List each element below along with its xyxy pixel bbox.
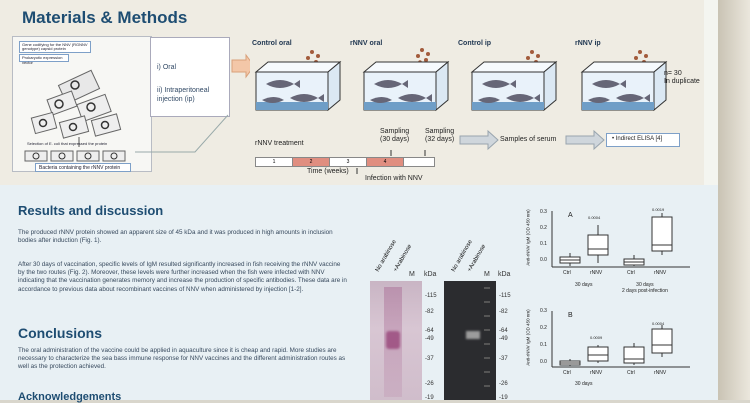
kda-left-82: -82	[425, 309, 434, 315]
group-note: n= 30 In duplicate	[664, 70, 700, 85]
blot-ladder	[484, 287, 490, 397]
chart-top-ytick-0: 0.3	[540, 209, 547, 215]
chart-bottom-letter: B	[568, 312, 573, 319]
sampling-30: Sampling (30 days)	[380, 128, 410, 143]
chart-bottom-x-rnnv-2: rNNV	[654, 370, 667, 376]
chart-bottom-ytick-1: 0.2	[540, 325, 547, 331]
kda-right-82: -82	[499, 309, 508, 315]
chart-bottom-ytick-2: 0.1	[540, 342, 547, 348]
week-tail	[403, 157, 435, 167]
chart-top-x-ctrl-1: Ctrl	[563, 270, 571, 276]
week-1: 1	[255, 157, 293, 167]
vector-label: Prokaryotic expression vector	[22, 55, 63, 65]
kda-right-49: -49	[499, 336, 508, 342]
route-oral: i) Oral	[157, 64, 177, 71]
chart-bottom-ytick-3: 0.0	[540, 359, 547, 365]
time-axis-label: Time (weeks)	[307, 168, 349, 175]
conclusions-title: Conclusions	[18, 325, 103, 341]
kda-left-49: -49	[425, 336, 434, 342]
serum-label: Samples of serum	[500, 136, 557, 143]
kda-left-115: -115	[425, 293, 437, 299]
chart-top-pval-2: 0.0019	[652, 207, 665, 212]
wall-edge	[718, 0, 750, 400]
elisa-label: • Indirect ELISA [4]	[612, 136, 663, 142]
group-control-oral: Control oral	[252, 40, 292, 47]
chart-top-group-2: 30 days 2 days post-infection	[622, 282, 668, 294]
group-control-ip: Control ip	[458, 40, 492, 47]
chart-top-ytick-1: 0.2	[540, 225, 547, 231]
gel-right-marker: M	[484, 271, 490, 278]
results-paragraph-1: The produced rNNV protein showed an appa…	[18, 229, 333, 245]
kda-left-64: -64	[425, 328, 434, 334]
kda-left-26: -26	[425, 381, 434, 387]
week-3: 3	[329, 157, 367, 167]
chart-bottom-x-rnnv-1: rNNV	[590, 370, 603, 376]
methods-panel: Materials & Methods Gene codifying for t…	[0, 0, 704, 185]
group-rnnv-ip: rNNV ip	[575, 40, 601, 47]
vector-label-box: Prokaryotic expression vector	[19, 54, 69, 65]
week-2: 2	[292, 157, 330, 167]
bacteria-label-box: Bacteria containing the rNNV protein	[35, 163, 131, 172]
boxplot-bottom	[551, 311, 690, 368]
chart-bottom-pval-2: 0.0004	[652, 321, 665, 326]
selection-label: Selection of E. coli that expressed the …	[27, 141, 108, 146]
kda-left-19: -19	[425, 395, 434, 401]
coomassie-gel	[370, 281, 422, 400]
acknowledgements-title: Acknowledgements	[18, 391, 122, 403]
lane-arabinose-left: +Arabinose	[392, 243, 414, 273]
chart-bottom-x-ctrl-1: Ctrl	[563, 370, 571, 376]
results-panel: Results and discussion The produced rNNV…	[0, 185, 718, 403]
treatment-label: rNNV treatment	[255, 140, 304, 147]
week-4: 4	[366, 157, 404, 167]
route-ip: ii) Intraperitoneal injection (ip)	[157, 87, 210, 103]
bacteria-label: Bacteria containing the rNNV protein	[39, 165, 121, 171]
gel-smear	[384, 287, 402, 397]
results-paragraph-2: After 30 days of vaccination, specific l…	[18, 261, 347, 293]
cloning-label-box: Gene codifying for the NNV (RGNNV genoty…	[19, 41, 91, 53]
kda-right-26: -26	[499, 381, 508, 387]
tanks-art	[254, 48, 668, 174]
kda-right-37: -37	[499, 356, 508, 362]
kda-left-37: -37	[425, 356, 434, 362]
plasmid-flow-art	[24, 69, 126, 162]
chart-top-letter: A	[568, 212, 573, 219]
flow-connector	[135, 53, 250, 153]
chart-top-pval-1: 0.0004	[588, 215, 601, 220]
western-blot	[444, 281, 496, 400]
kda-right-64: -64	[499, 328, 508, 334]
cloning-label: Gene codifying for the NNV (RGNNV genoty…	[22, 42, 88, 51]
chart-top-ytick-3: 0.0	[540, 257, 547, 263]
chart-bottom-pval-1: 0.0009	[590, 335, 603, 340]
chart-top-ytick-2: 0.1	[540, 241, 547, 247]
boxplot-top	[551, 211, 690, 268]
chart-bottom-ytick-0: 0.3	[540, 308, 547, 314]
group-rnnv-oral: rNNV oral	[350, 40, 383, 47]
timeline: 1 2 3 4	[255, 157, 435, 167]
routes-box: i) Oral ii) Intraperitoneal injection (i…	[150, 37, 230, 117]
poster: Materials & Methods Gene codifying for t…	[0, 0, 718, 403]
gel-left-marker: M	[409, 271, 415, 278]
kda-right-19: -19	[499, 395, 508, 401]
methods-title: Materials & Methods	[22, 8, 188, 27]
kda-right-115: -115	[499, 293, 511, 299]
chart-top-ylabel: Anti-rNNV IgM (OD 450 nm)	[525, 209, 531, 266]
chart-top-group-1: 30 days	[575, 282, 593, 288]
chart-top-x-ctrl-2: Ctrl	[627, 270, 635, 276]
chart-bottom-ylabel: Anti-rNNV IgM (OD 450 nm)	[525, 309, 531, 366]
blot-band	[466, 331, 480, 339]
chart-top-x-rnnv-2: rNNV	[654, 270, 667, 276]
sampling-32: Sampling (32 days)	[425, 128, 455, 143]
gel-left-kda: kDa	[424, 271, 437, 278]
results-title: Results and discussion	[18, 203, 164, 218]
conclusions-paragraph: The oral administration of the vaccine c…	[18, 347, 346, 371]
chart-bottom-x-ctrl-2: Ctrl	[627, 370, 635, 376]
elisa-box: • Indirect ELISA [4]	[606, 133, 680, 147]
gel-right-kda: kDa	[498, 271, 511, 278]
infection-label: Infection with NNV	[365, 175, 423, 182]
chart-top-x-rnnv-1: rNNV	[590, 270, 603, 276]
chart-bottom-group-1: 30 days	[575, 381, 593, 387]
